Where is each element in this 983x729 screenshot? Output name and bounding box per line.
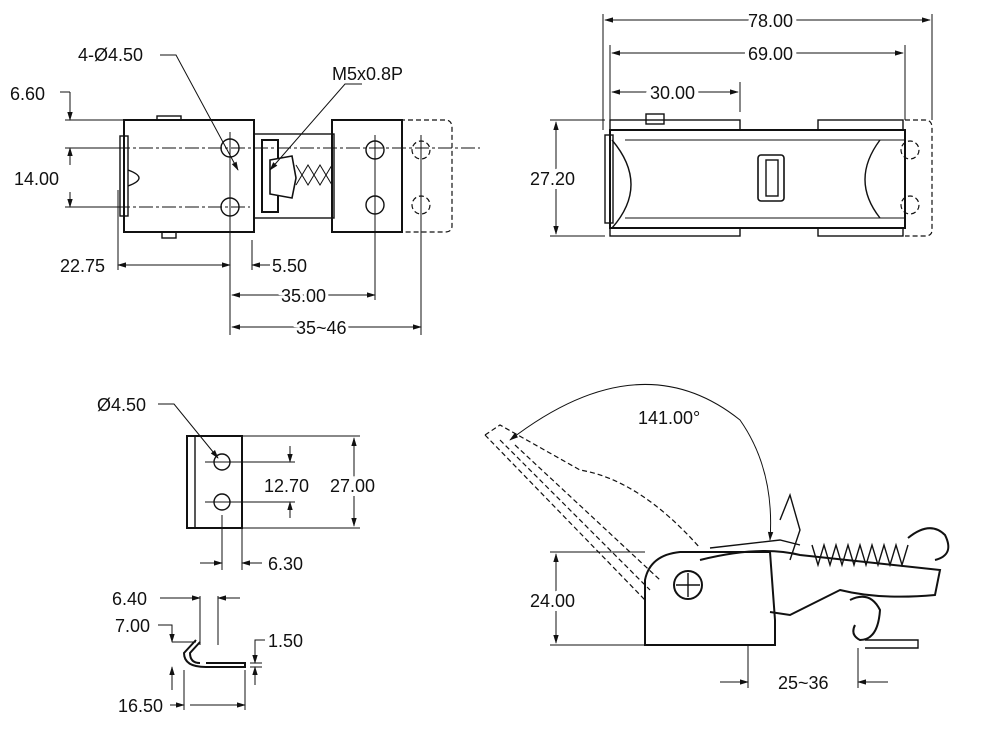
label-height-small: 6.60 — [10, 84, 45, 104]
label-height: 27.20 — [530, 169, 575, 189]
label-hole-dia: Ø4.50 — [97, 395, 146, 415]
label-keeper-height: 27.00 — [330, 476, 375, 496]
label-b: 7.00 — [115, 616, 150, 636]
label-side-range: 25~36 — [778, 673, 829, 693]
label-holes: 4-Ø4.50 — [78, 45, 143, 65]
label-keeper-width: 6.30 — [268, 554, 303, 574]
side-view — [484, 384, 950, 688]
keeper-side-view — [158, 595, 265, 710]
label-angle: 141.00° — [638, 408, 700, 428]
top-view-left — [60, 54, 480, 335]
label-hole-span: 35.00 — [281, 286, 326, 306]
keeper-front-view — [158, 403, 360, 570]
label-range: 35~46 — [296, 318, 347, 338]
top-view-right — [550, 14, 933, 237]
label-overall: 78.00 — [748, 11, 793, 31]
label-side-height: 24.00 — [530, 591, 575, 611]
label-gap: 5.50 — [272, 256, 307, 276]
label-hole-spacing: 12.70 — [264, 476, 309, 496]
label-mount: 69.00 — [748, 44, 793, 64]
label-offset-left: 22.75 — [60, 256, 105, 276]
label-base: 30.00 — [650, 83, 695, 103]
label-height-main: 14.00 — [14, 169, 59, 189]
label-thickness: 1.50 — [268, 631, 303, 651]
label-a: 6.40 — [112, 589, 147, 609]
label-length: 16.50 — [118, 696, 163, 716]
label-thread: M5x0.8P — [332, 64, 403, 84]
